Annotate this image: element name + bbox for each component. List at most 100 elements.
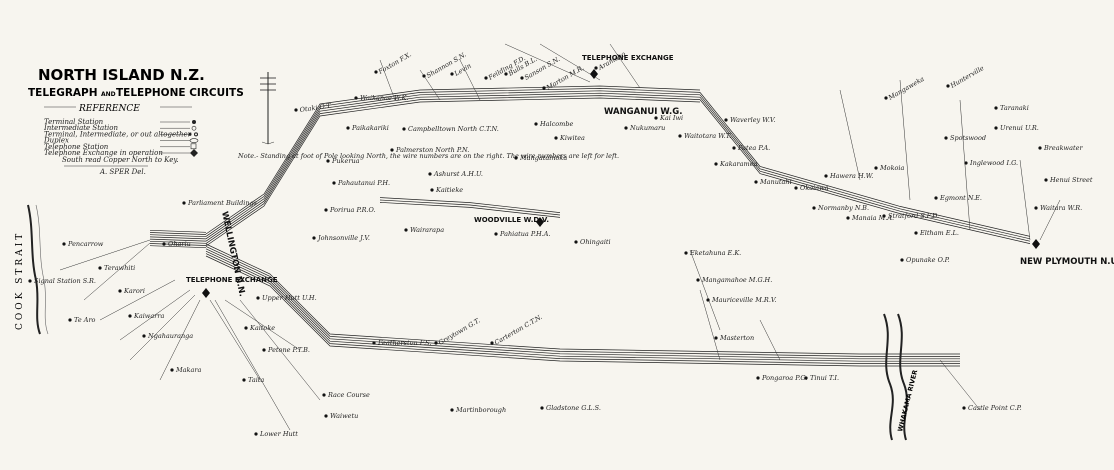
station-marker-icon[interactable] bbox=[724, 118, 728, 122]
station-marker-icon[interactable] bbox=[142, 334, 146, 338]
station-race-course[interactable]: Race Course bbox=[327, 391, 370, 399]
station-marker-icon[interactable] bbox=[1038, 146, 1042, 150]
station-marker-icon[interactable] bbox=[28, 279, 32, 283]
station-marker-icon[interactable] bbox=[68, 318, 72, 322]
station-marker-icon[interactable] bbox=[324, 208, 328, 212]
station-new-plymouth[interactable]: NEW PLYMOUTH N.U. bbox=[1020, 257, 1114, 267]
station-marker-icon[interactable] bbox=[490, 341, 494, 345]
station-telephone-exchange-wanganui[interactable]: TELEPHONE EXCHANGE bbox=[582, 54, 674, 62]
station-lower-hutt[interactable]: Lower Hutt bbox=[259, 430, 298, 438]
station-marker-icon[interactable] bbox=[372, 341, 376, 345]
station-waikanae[interactable]: Waikanae W.K. bbox=[360, 94, 408, 102]
station-marker-icon[interactable] bbox=[430, 188, 434, 192]
station-marker-icon[interactable] bbox=[542, 86, 546, 90]
station-stratford[interactable]: Stratford S.F.D. bbox=[888, 212, 939, 220]
station-henui[interactable]: Henui Street bbox=[1049, 176, 1093, 184]
station-urenui[interactable]: Urenui U.R. bbox=[1000, 124, 1039, 132]
exchange-diamond-icon[interactable] bbox=[1032, 239, 1040, 249]
station-ashurst[interactable]: Ashurst A.H.U. bbox=[433, 170, 483, 178]
station-martinborough[interactable]: Martinborough bbox=[455, 406, 506, 414]
station-marker-icon[interactable] bbox=[450, 408, 454, 412]
station-marker-icon[interactable] bbox=[540, 406, 544, 410]
station-marker-icon[interactable] bbox=[900, 258, 904, 262]
station-marker-icon[interactable] bbox=[706, 298, 710, 302]
station-wellington[interactable]: WELLINGTON N.N. bbox=[219, 211, 247, 298]
station-terawhiti[interactable]: Terawhiti bbox=[104, 264, 135, 272]
station-marker-icon[interactable] bbox=[404, 228, 408, 232]
station-pukerua[interactable]: Pukerua bbox=[331, 157, 360, 165]
station-marker-icon[interactable] bbox=[346, 126, 350, 130]
station-marker-icon[interactable] bbox=[332, 181, 336, 185]
station-marker-icon[interactable] bbox=[312, 236, 316, 240]
station-waverley[interactable]: Waverley W.V. bbox=[730, 116, 776, 124]
station-marker-icon[interactable] bbox=[934, 196, 938, 200]
station-marker-icon[interactable] bbox=[882, 214, 886, 218]
station-paekakariki[interactable]: Paikakariki bbox=[351, 124, 389, 132]
station-kaitoke[interactable]: Kaitoke bbox=[249, 324, 275, 332]
station-parliament[interactable]: Parliament Buildings bbox=[187, 199, 258, 207]
station-egmont[interactable]: Egmont N.E. bbox=[939, 194, 982, 202]
station-featherston[interactable]: Featherston F.S. bbox=[377, 339, 432, 347]
station-marker-icon[interactable] bbox=[98, 266, 102, 270]
station-marker-icon[interactable] bbox=[118, 289, 122, 293]
exchange-diamond-icon[interactable] bbox=[202, 288, 210, 298]
station-manutahi[interactable]: Manutahi bbox=[759, 178, 792, 186]
station-marker-icon[interactable] bbox=[874, 166, 878, 170]
station-gladstone[interactable]: Gladstone G.L.S. bbox=[546, 404, 601, 412]
station-marker-icon[interactable] bbox=[678, 134, 682, 138]
station-pencarrow[interactable]: Pencarrow bbox=[67, 240, 104, 248]
station-kaiwarra[interactable]: Kaiwarra bbox=[133, 312, 164, 320]
station-marker-icon[interactable] bbox=[254, 432, 258, 436]
station-waitotara[interactable]: Waitotara W.T. bbox=[684, 132, 731, 140]
station-makara[interactable]: Makara bbox=[175, 366, 201, 374]
station-marker-icon[interactable] bbox=[962, 406, 966, 410]
station-marker-icon[interactable] bbox=[354, 96, 358, 100]
station-marker-icon[interactable] bbox=[696, 278, 700, 282]
station-kaitieke[interactable]: Kaitieke bbox=[435, 186, 463, 194]
station-okaiawa[interactable]: Okaiawa bbox=[800, 184, 829, 192]
station-marker-icon[interactable] bbox=[402, 127, 406, 131]
station-johnsonville[interactable]: Johnsonville J.V. bbox=[316, 234, 370, 242]
station-marker-icon[interactable] bbox=[514, 156, 518, 160]
station-marker-icon[interactable] bbox=[714, 162, 718, 166]
station-marker-icon[interactable] bbox=[434, 341, 438, 345]
station-patea[interactable]: Patea P.A. bbox=[737, 144, 770, 152]
station-marker-icon[interactable] bbox=[374, 70, 378, 74]
station-campbelltown[interactable]: Campbelltown North C.T.N. bbox=[408, 125, 499, 133]
station-marker-icon[interactable] bbox=[756, 376, 760, 380]
station-marker-icon[interactable] bbox=[324, 414, 328, 418]
station-hunterville2[interactable]: Ohingaiti bbox=[580, 238, 611, 246]
station-manaia[interactable]: Manaia M.A. bbox=[851, 214, 894, 222]
station-te-aro-2[interactable]: Taranaki bbox=[1000, 104, 1029, 112]
station-marker-icon[interactable] bbox=[574, 240, 578, 244]
station-halcombe[interactable]: Halcombe bbox=[539, 120, 574, 128]
station-masterton[interactable]: Masterton bbox=[719, 334, 754, 342]
station-marker-icon[interactable] bbox=[1044, 178, 1048, 182]
station-upper-hutt[interactable]: Upper Hutt U.H. bbox=[262, 294, 317, 302]
station-pahautanui[interactable]: Pahautanui P.H. bbox=[337, 179, 390, 187]
station-kai-iwi[interactable]: Kai Iwi bbox=[659, 114, 683, 122]
station-marker-icon[interactable] bbox=[946, 84, 950, 88]
station-wairarapa[interactable]: Wairarapa bbox=[410, 226, 444, 234]
station-marker-icon[interactable] bbox=[944, 136, 948, 140]
station-opunake[interactable]: Opunake O.P. bbox=[906, 256, 950, 264]
station-marker-icon[interactable] bbox=[654, 116, 658, 120]
station-woodville[interactable]: WOODVILLE W.D.V. bbox=[474, 216, 549, 224]
station-marker-icon[interactable] bbox=[128, 314, 132, 318]
station-marker-icon[interactable] bbox=[244, 326, 248, 330]
station-spotswood[interactable]: Spotswood bbox=[950, 134, 986, 142]
station-mokoia[interactable]: Mokoia bbox=[879, 164, 904, 172]
station-tinui[interactable]: Tinui T.I. bbox=[810, 374, 839, 382]
station-marker-icon[interactable] bbox=[262, 348, 266, 352]
station-carterton[interactable]: Carterton C.T.N. bbox=[493, 313, 544, 347]
station-marker-icon[interactable] bbox=[914, 231, 918, 235]
station-marker-icon[interactable] bbox=[422, 74, 426, 78]
station-marker-icon[interactable] bbox=[594, 66, 598, 70]
station-normanby[interactable]: Normanby N.B. bbox=[817, 204, 869, 212]
station-marker-icon[interactable] bbox=[964, 161, 968, 165]
station-pongaroa[interactable]: Pongaroa P.G. bbox=[761, 374, 807, 382]
station-kiwitea[interactable]: Kiwitea bbox=[559, 134, 585, 142]
station-marker-icon[interactable] bbox=[994, 126, 998, 130]
station-foxton[interactable]: Foxton F.X. bbox=[376, 50, 413, 76]
station-marker-icon[interactable] bbox=[624, 126, 628, 130]
